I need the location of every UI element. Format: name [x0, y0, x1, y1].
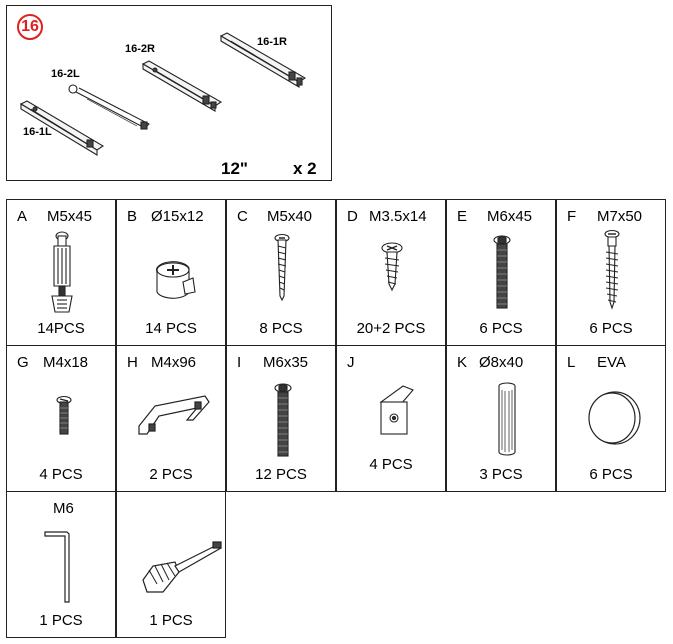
cam-lock-icon: [155, 261, 196, 299]
hardware-letter: I: [237, 354, 242, 371]
hardware-cell-h: H M4x96 2 PCS: [116, 345, 226, 492]
rail-label-16-1r: 16-1R: [257, 36, 287, 48]
hardware-qty: 4 PCS: [369, 456, 413, 473]
hex-bolt-icon: [274, 383, 292, 457]
hardware-qty: 20+2 PCS: [356, 320, 426, 337]
hardware-letter: K: [457, 354, 468, 371]
hardware-spec: M6x45: [487, 208, 533, 225]
rail-label-16-2l: 16-2L: [51, 68, 80, 80]
hardware-qty: 12 PCS: [255, 466, 307, 483]
hardware-letter: B: [127, 208, 138, 225]
short-screw-icon: [381, 242, 403, 292]
hardware-qty: 8 PCS: [259, 320, 303, 337]
rail-label-16-1l: 16-1L: [23, 126, 52, 138]
hardware-cell-allen-key: M6 1 PCS: [6, 491, 116, 638]
hardware-qty: 4 PCS: [39, 466, 83, 483]
rail-length: 12": [221, 159, 248, 178]
hardware-qty: 6 PCS: [479, 320, 523, 337]
hardware-spec: M5x45: [47, 208, 93, 225]
hardware-spec: M5x40: [267, 208, 313, 225]
rail-multiplier: x 2: [293, 159, 317, 178]
hardware-cell-d: D M3.5x14 20+2 PCS: [336, 199, 446, 346]
hardware-cell-c: C M5x40 8 PCS: [226, 199, 336, 346]
hex-bolt-icon: [493, 235, 511, 309]
felt-pad-icon: [588, 391, 641, 445]
hardware-letter: D: [347, 208, 358, 225]
hardware-spec: M7x50: [597, 208, 643, 225]
wood-screw-icon: [274, 233, 290, 302]
hardware-letter: L: [567, 354, 576, 371]
hardware-qty: 14PCS: [37, 320, 85, 337]
hardware-cell-g: G M4x18 4 PCS: [6, 345, 116, 492]
hardware-cell-k: K Ø8x40 3 PCS: [446, 345, 556, 492]
hardware-letter: C: [237, 208, 248, 225]
hardware-qty: 6 PCS: [589, 466, 633, 483]
screwdriver-icon: [142, 541, 222, 593]
allen-key-icon: [44, 531, 70, 603]
hardware-letter: A: [17, 208, 28, 225]
hardware-cell-l: L EVA 6 PCS: [556, 345, 666, 492]
hardware-spec: M4x96: [151, 354, 197, 371]
hardware-qty: 2 PCS: [149, 466, 193, 483]
hardware-cell-b: B Ø15x12 14 PCS: [116, 199, 226, 346]
hardware-letter: F: [567, 208, 577, 225]
hardware-qty: 6 PCS: [589, 320, 633, 337]
handle-icon: [138, 395, 210, 435]
slide-rail-panel: 16: [6, 5, 332, 181]
small-screw-icon: [56, 395, 72, 435]
hardware-cell-i: I M6x35 12 PCS: [226, 345, 336, 492]
hardware-letter: H: [127, 354, 138, 371]
hardware-letter: G: [17, 354, 29, 371]
hardware-cell-screwdriver: 1 PCS: [116, 491, 226, 638]
hardware-cell-f: F M7x50 6 PCS: [556, 199, 666, 346]
hardware-spec: Ø15x12: [151, 208, 204, 225]
hardware-qty: 14 PCS: [145, 320, 197, 337]
hardware-qty: 3 PCS: [479, 466, 523, 483]
slide-rails-illustration: [19, 32, 307, 156]
confirmat-screw-icon: [604, 229, 620, 310]
hardware-qty: 1 PCS: [39, 612, 83, 629]
wood-dowel-icon: [498, 382, 516, 456]
corner-bracket-icon: [379, 385, 414, 435]
rail-16-2r: [141, 60, 223, 112]
hardware-cell-j: J 4 PCS: [336, 345, 446, 492]
hardware-letter: J: [347, 354, 355, 371]
hardware-spec: M3.5x14: [369, 208, 427, 225]
rail-label-16-2r: 16-2R: [125, 43, 155, 55]
hardware-cell-a: A M5x45 14PCS: [6, 199, 116, 346]
hardware-spec: EVA: [597, 354, 626, 371]
rail-16-1r: [219, 32, 307, 88]
hardware-spec: Ø8x40: [479, 354, 524, 371]
hardware-qty: 1 PCS: [149, 612, 193, 629]
hardware-spec: M6: [53, 500, 74, 517]
rail-16-1l: [19, 100, 105, 156]
hardware-spec: M4x18: [43, 354, 89, 371]
hardware-cell-e: E M6x45 6 PCS: [446, 199, 556, 346]
part-number-badge: 16: [17, 14, 43, 40]
hardware-spec: M6x35: [263, 354, 309, 371]
hardware-letter: E: [457, 208, 468, 225]
cam-bolt-icon: [51, 231, 73, 313]
rail-16-2l: [68, 84, 150, 130]
